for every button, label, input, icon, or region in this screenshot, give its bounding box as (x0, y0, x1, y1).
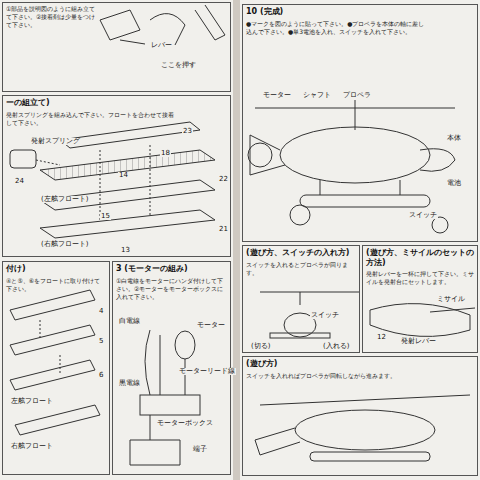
part-label: 左舷フロート (10, 398, 54, 405)
step-instructions: ●マークを図のように貼って下さい。●プロペラを本体の軸に差し込んで下さい。●単3… (246, 20, 424, 35)
callout-number: 13 (120, 247, 131, 254)
play-panel: (遊び方、スイッチの入れ方) スイッチを入れるとプロペラが回ります。 (242, 245, 360, 353)
step-instructions: スイッチを入れればプロペラが回転しながら進みます。 (246, 372, 396, 379)
body-row: 発射レバーを一杯に押して下さい。ミサイルを発射台にセットします。 (363, 268, 477, 286)
heading-row: (遊び方、ミサイルのセットの方法) (363, 246, 477, 268)
heading-row: 3 (モーターの組み) (113, 262, 230, 275)
step-heading: (遊び方) (246, 359, 277, 368)
body-row: 発射スプリングを組み込んで下さい。フロートを合わせて接着して下さい。 (3, 109, 179, 127)
completion-panel: 10 (完成) ●マークを図のように貼って下さい。●プロペラを本体の軸に差し込んで… (242, 4, 478, 242)
part-label: 電池 (446, 180, 462, 187)
part-label: ミサイル (436, 296, 466, 303)
step-heading: (遊び方、ミサイルのセットの方法) (366, 248, 474, 267)
step-instructions: ①部品を説明図のように組み立てて下さい。②接着剤は少量をつけて下さい。 (6, 5, 95, 28)
part-label: 発射レバー (400, 338, 437, 345)
body-row: スイッチを入れればプロペラが回転しながら進みます。 (243, 370, 449, 380)
step-heading: 3 (モーターの組み) (116, 264, 188, 273)
step-heading: 10 (完成) (246, 7, 283, 16)
part-label: シャフト (302, 92, 332, 99)
callout-number: 18 (160, 150, 171, 157)
callout-number: 12 (376, 334, 387, 341)
callout-number: 6 (98, 372, 104, 379)
heading-row: ーの組立て) (3, 96, 230, 109)
body-row: ④と⑤、⑥をフロートに取り付けて下さい。 (3, 275, 109, 293)
body-row: ①白電線をモーターにハンダ付けして下さい。②モーターをモーターボックスに入れて下… (113, 275, 230, 301)
step-heading: ーの組立て) (6, 98, 50, 107)
heading-row: (遊び方) (243, 357, 477, 370)
part-label: モーターボックス (156, 420, 214, 427)
callout-number: 5 (98, 338, 104, 345)
step-instructions: 発射スプリングを組み込んで下さい。フロートを合わせて接着して下さい。 (6, 111, 174, 126)
body-row: ①部品を説明図のように組み立てて下さい。②接着剤は少量をつけて下さい。 (3, 3, 104, 29)
part-label: 本体 (446, 135, 462, 142)
part-label: 黒電線 (118, 380, 141, 387)
play-panel: (遊び方) スイッチを入れればプロペラが回転しながら進みます。 (242, 356, 478, 476)
note: ここを押す (160, 62, 197, 69)
part-name: 発射スプリング (30, 138, 81, 145)
callout-number: 4 (98, 308, 104, 315)
part-label: モーターリード線 (178, 368, 236, 375)
callout-number: 22 (218, 176, 229, 183)
part-label: (切る) (250, 343, 271, 350)
part-label: スイッチ (408, 212, 438, 219)
heading-row: 付け) (3, 262, 109, 275)
part-label: モーター (196, 322, 226, 329)
part-label: 右舷フロート (10, 443, 54, 450)
step-instructions: 発射レバーを一杯に押して下さい。ミサイルを発射台にセットします。 (366, 270, 474, 285)
callout-number: 15 (100, 213, 111, 220)
part-label: プロペラ (342, 92, 372, 99)
callout-number: 24 (14, 178, 25, 185)
body-row: スイッチを入れるとプロペラが回ります。 (243, 259, 359, 277)
callout-number: 14 (118, 172, 129, 179)
step-heading: (遊び方、スイッチの入れ方) (246, 248, 349, 257)
part-name: レバー (150, 42, 173, 49)
part-label: (入れる) (322, 343, 350, 350)
step-instructions: ④と⑤、⑥をフロートに取り付けて下さい。 (6, 277, 100, 292)
part-label: 端子 (192, 446, 208, 453)
instruction-panel: ①部品を説明図のように組み立てて下さい。②接着剤は少量をつけて下さい。 (2, 2, 231, 92)
callout-number: 21 (218, 226, 229, 233)
part-label: スイッチ (310, 312, 340, 319)
part-name: (左舷フロート) (40, 196, 89, 203)
body-row: ●マークを図のように貼って下さい。●プロペラを本体の軸に差し込んで下さい。●単3… (243, 18, 429, 36)
heading-row: (遊び方、スイッチの入れ方) (243, 246, 359, 259)
part-label: 白電線 (118, 318, 141, 325)
step-heading: 付け) (6, 264, 26, 273)
part-label: モーター (262, 92, 292, 99)
part-name: (右舷フロート) (40, 241, 89, 248)
assembly-step-panel: ーの組立て) 発射スプリングを組み込んで下さい。フロートを合わせて接着して下さい。 (2, 95, 231, 257)
heading-row: 10 (完成) (243, 5, 477, 18)
step-instructions: スイッチを入れるとプロペラが回ります。 (246, 261, 348, 276)
step-instructions: ①白電線をモーターにハンダ付けして下さい。②モーターをモーターボックスに入れて下… (116, 277, 223, 300)
callout-number: 23 (182, 128, 193, 135)
